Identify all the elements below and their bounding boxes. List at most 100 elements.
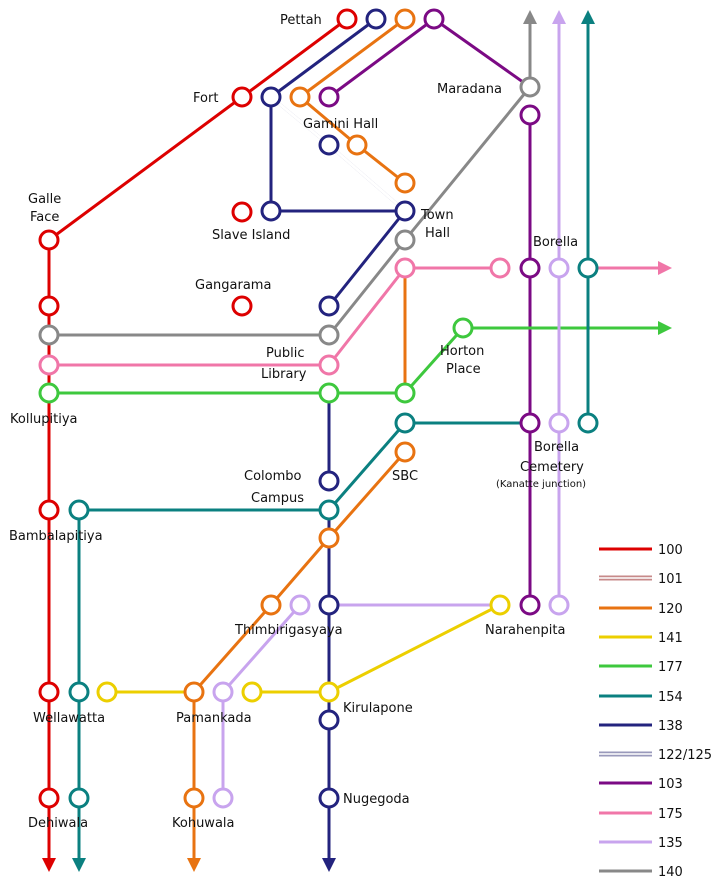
stop-kirulapone-141[interactable] [318, 681, 340, 703]
stop-175-east[interactable] [489, 257, 511, 279]
stop-horton-place[interactable] [452, 317, 474, 339]
stop-nugegoda[interactable] [318, 787, 340, 809]
stop-140-mid[interactable] [318, 324, 340, 346]
stop-154-town[interactable] [394, 412, 416, 434]
stop-gangarama[interactable] [231, 295, 253, 317]
stop-pamankada-141[interactable] [241, 681, 263, 703]
stop-borella-154[interactable] [577, 257, 599, 279]
stop-borella-cemetery-103[interactable] [519, 412, 541, 434]
legend-row-103: 103 [599, 777, 683, 792]
label-narahenpita: Narahenpita [485, 623, 565, 638]
route-120-arrow [187, 858, 201, 872]
stop-pamankada[interactable] [183, 681, 205, 703]
legend-row-101: 101 [599, 572, 683, 587]
label-dehiwala: Dehiwala [28, 816, 88, 831]
stop-maradana[interactable] [519, 76, 541, 98]
stop-kollupitiya[interactable] [38, 382, 60, 404]
stop-dehiwala-154[interactable] [68, 787, 90, 809]
stop-177-library[interactable] [318, 382, 340, 404]
stop-138-mid[interactable] [318, 295, 340, 317]
legend-row-175: 175 [599, 807, 683, 822]
stop-narahenpita-135[interactable] [548, 594, 570, 616]
stop-pettah-138[interactable] [365, 8, 387, 30]
stop-colombo-campus-154[interactable] [318, 499, 340, 521]
route-154-arrow-south [72, 858, 86, 872]
stop-fort[interactable] [231, 86, 253, 108]
stop-borella-135[interactable] [548, 257, 570, 279]
stop-dehiwala[interactable] [38, 787, 60, 809]
stop-bambalapitiya[interactable] [38, 499, 60, 521]
stop-public-library[interactable] [318, 354, 340, 376]
stop-town-hall[interactable] [394, 200, 416, 222]
stop-177-junction[interactable] [394, 382, 416, 404]
stop-galle-face-101[interactable] [38, 295, 60, 317]
label-borella: Borella [533, 235, 578, 250]
legend-label: 154 [658, 690, 683, 705]
route-135-line [221, 18, 561, 800]
legend-row-122-125: 122/125 [599, 748, 712, 763]
legend-row-138: 138 [599, 719, 683, 734]
label-galle-face-2: Face [30, 210, 59, 225]
stop-wellawatta-141[interactable] [96, 681, 118, 703]
stop-narahenpita-103[interactable] [519, 594, 541, 616]
route-135-arrow [552, 10, 566, 24]
stop-175-town-hall[interactable] [394, 257, 416, 279]
label-kirulapone: Kirulapone [343, 701, 413, 716]
label-horton-place-1: Horton [440, 344, 484, 359]
stop-fort-120[interactable] [289, 86, 311, 108]
stop-140-west[interactable] [38, 324, 60, 346]
stop-pettah[interactable] [336, 8, 358, 30]
station-labels: Pettah Fort Maradana Gamini Hall Galle F… [9, 13, 586, 831]
label-nugegoda: Nugegoda [343, 792, 410, 807]
stop-slave-island-138[interactable] [260, 200, 282, 222]
stop-wellawatta-154[interactable] [68, 681, 90, 703]
stop-narahenpita[interactable] [489, 594, 511, 616]
stop-fort-138[interactable] [260, 86, 282, 108]
route-175-line [47, 266, 662, 367]
label-pettah: Pettah [280, 13, 322, 28]
legend-row-100: 100 [599, 543, 683, 558]
label-galle-face-1: Galle [28, 192, 61, 207]
label-kohuwala: Kohuwala [172, 816, 235, 831]
stop-pamankada-135[interactable] [212, 681, 234, 703]
legend-label: 175 [658, 807, 683, 822]
stop-gamini-hall-120[interactable] [346, 134, 368, 156]
stop-borella-cemetery-154[interactable] [577, 412, 599, 434]
stop-kirulapone[interactable] [318, 709, 340, 731]
label-kanatte-junction: (Kanatte junction) [496, 479, 586, 490]
stop-sbc[interactable] [394, 441, 416, 463]
stop-maradana-103[interactable] [519, 104, 541, 126]
label-wellawatta: Wellawatta [33, 711, 105, 726]
stop-wellawatta[interactable] [38, 681, 60, 703]
stop-borella-103[interactable] [519, 257, 541, 279]
legend-label: 135 [658, 836, 683, 851]
stop-kohuwala[interactable] [183, 787, 205, 809]
stop-kohuwala-135[interactable] [212, 787, 234, 809]
stop-borella-cemetery-135[interactable] [548, 412, 570, 434]
stop-gamini-hall-138[interactable] [318, 134, 340, 156]
stop-pettah-103[interactable] [423, 8, 445, 30]
stop-thimbirigasyaya[interactable] [318, 594, 340, 616]
label-colombo-campus-2: Campus [251, 491, 304, 506]
label-slave-island: Slave Island [212, 228, 290, 243]
stop-120-end[interactable] [394, 172, 416, 194]
stop-120-mid[interactable] [318, 527, 340, 549]
stop-thimbirigasyaya-135[interactable] [289, 594, 311, 616]
legend-row-141: 141 [599, 631, 683, 646]
stop-175-west[interactable] [38, 354, 60, 376]
stop-bambalapitiya-154[interactable] [68, 499, 90, 521]
stop-colombo-campus[interactable] [318, 470, 340, 492]
stop-pettah-120[interactable] [394, 8, 416, 30]
stop-slave-island[interactable] [231, 201, 253, 223]
label-town-hall-1: Town [420, 208, 454, 223]
stop-thimbirigasyaya-120[interactable] [260, 594, 282, 616]
stop-town-hall-140[interactable] [394, 229, 416, 251]
label-gamini-hall: Gamini Hall [303, 117, 378, 132]
legend-row-154: 154 [599, 690, 683, 705]
stop-galle-face[interactable] [38, 229, 60, 251]
label-kollupitiya: Kollupitiya [10, 412, 78, 427]
route-103-line [327, 17, 532, 607]
legend-row-177: 177 [599, 660, 683, 675]
stop-fort-103[interactable] [318, 86, 340, 108]
